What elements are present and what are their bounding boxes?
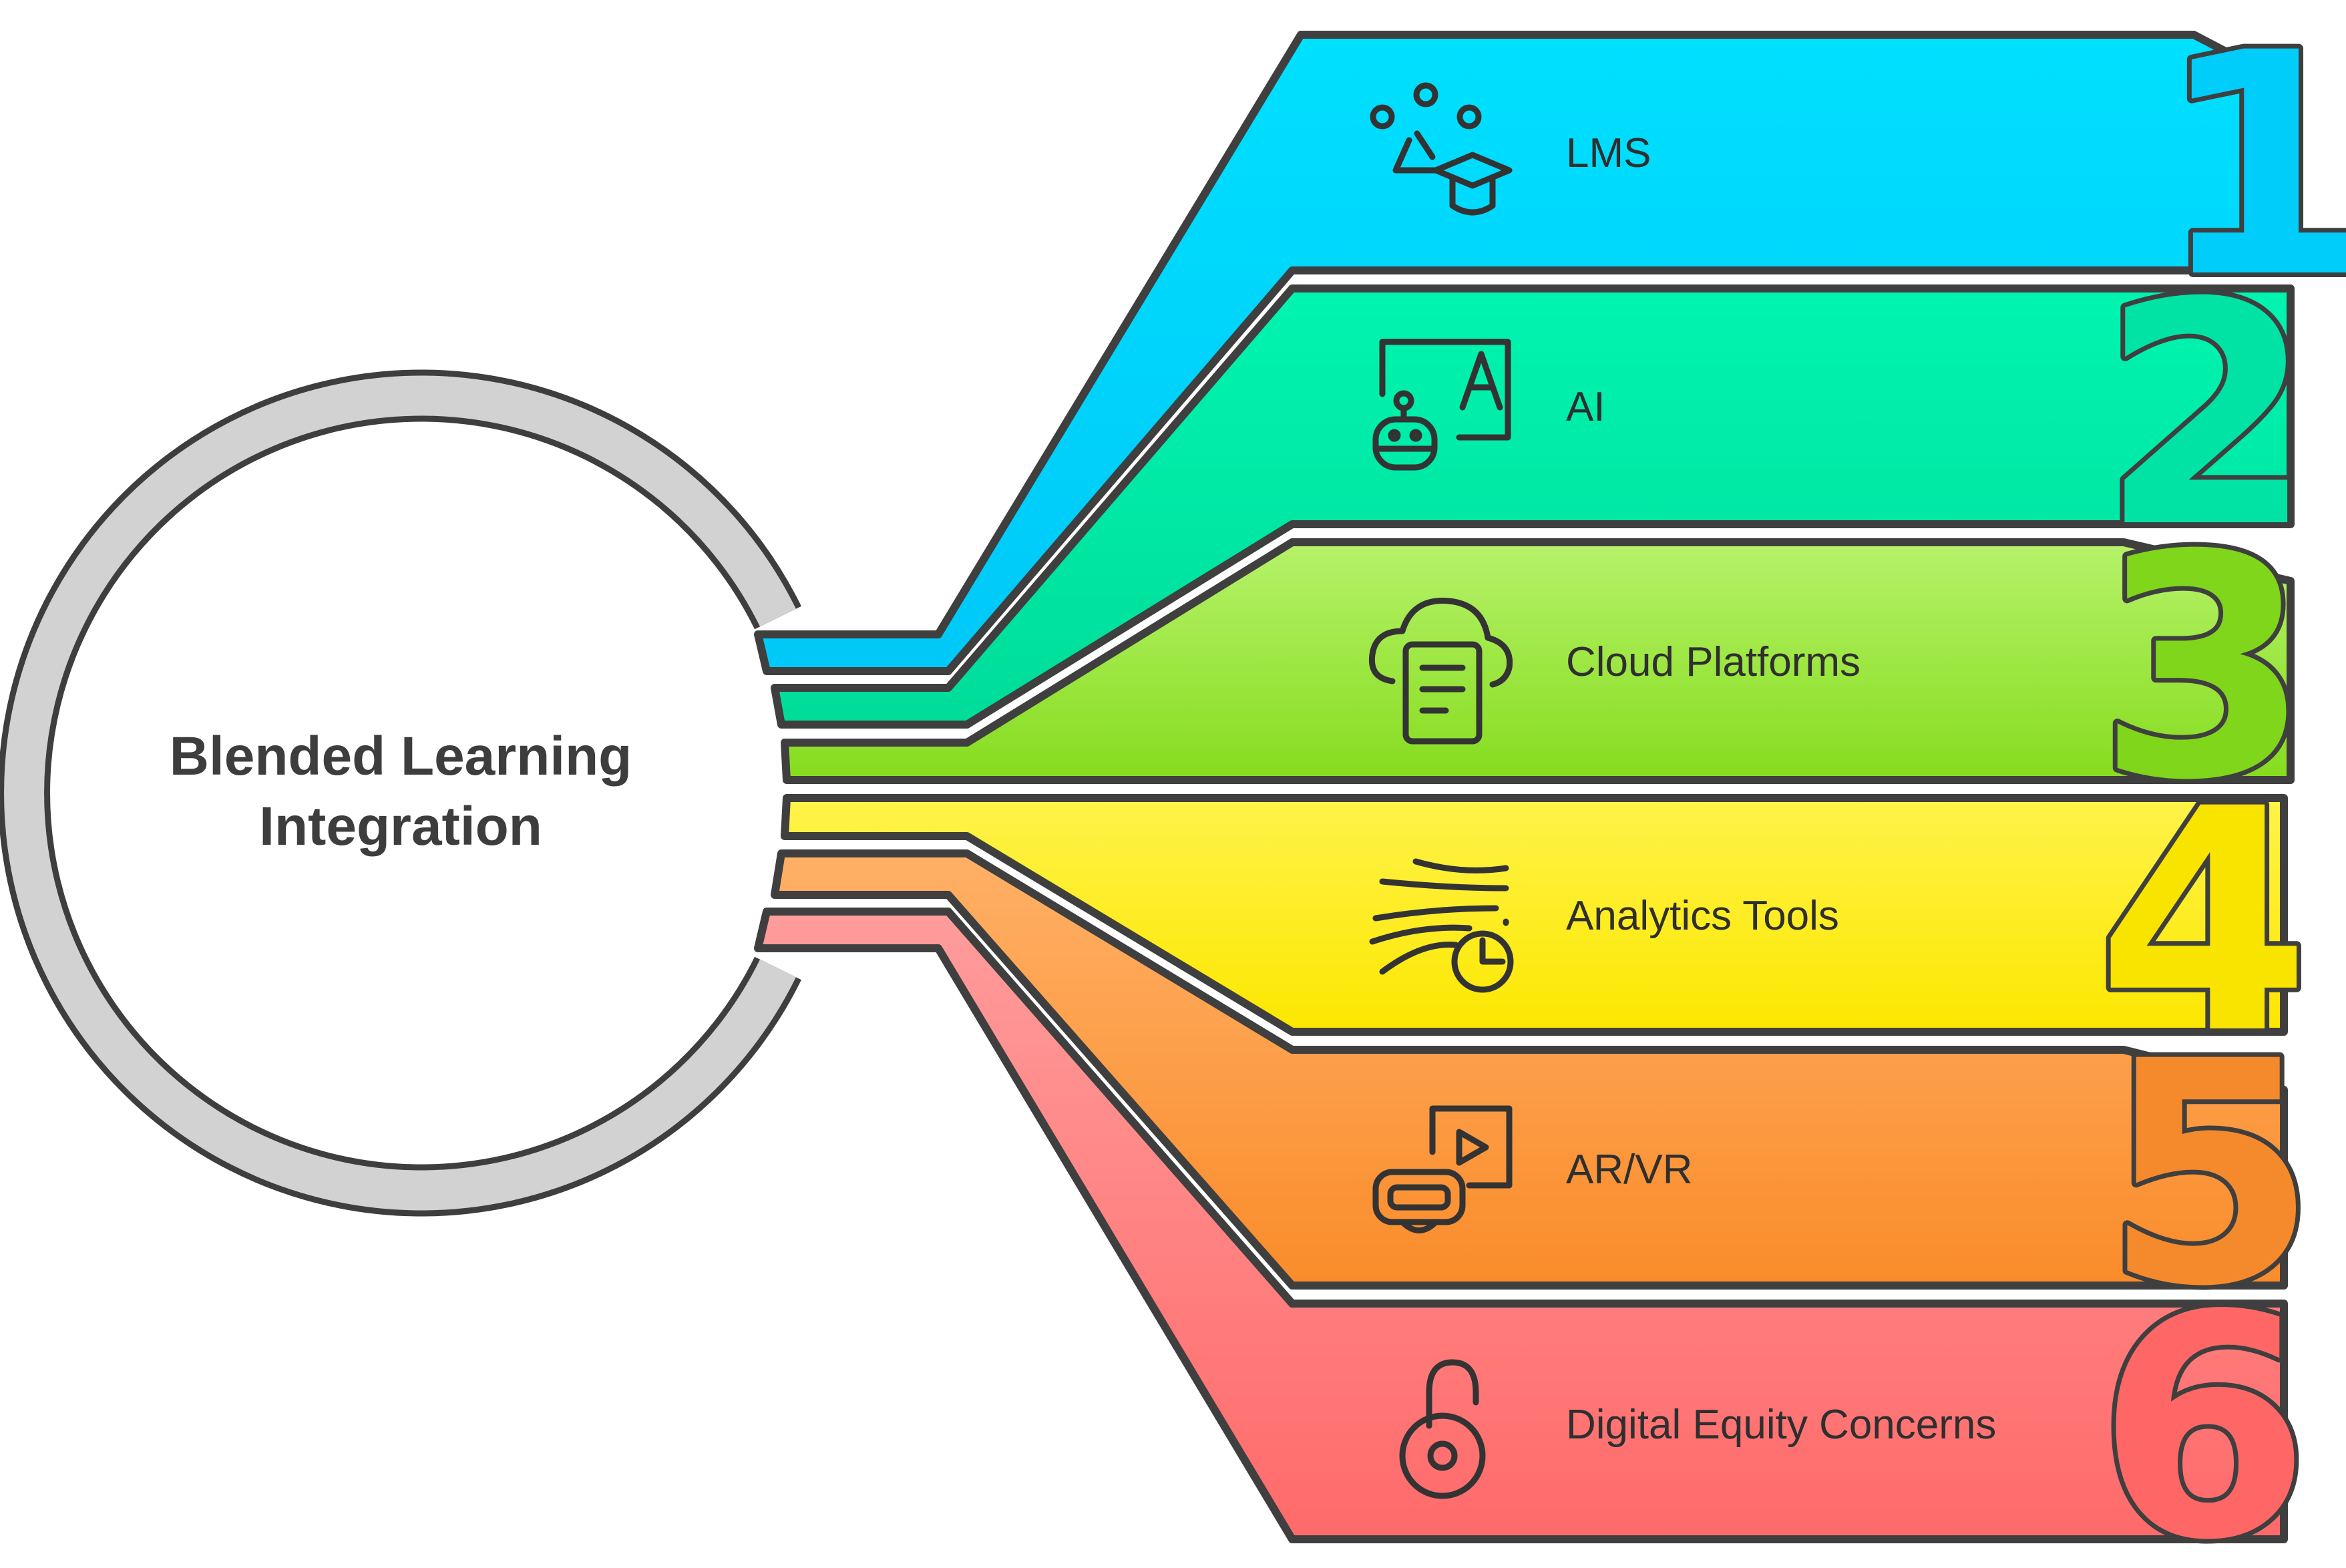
vr-headset-play-icon — [1372, 1105, 1513, 1233]
hub-ring — [0, 369, 801, 1217]
step-5-band — [771, 849, 2288, 1290]
step-4-label: Analytics Tools — [1566, 893, 1839, 939]
step-4-number: 4 — [2097, 744, 2311, 1101]
robot-text-icon — [1372, 339, 1511, 471]
analytics-clock-icon — [1369, 858, 1514, 993]
step-4-band — [781, 794, 2288, 1036]
step-1-label: LMS — [1566, 130, 1651, 176]
step-5-number: 5 — [2104, 996, 2317, 1354]
step-2-band — [771, 284, 2295, 729]
step-5-label: AR/VR — [1566, 1147, 1692, 1193]
step-2-number: 2 — [2100, 238, 2314, 595]
graduation-cap-network-icon — [1370, 82, 1513, 216]
open-padlock-icon — [1399, 1359, 1486, 1499]
step-6-band — [754, 908, 2288, 1543]
hub-title-line1: Blended Learning — [170, 726, 632, 787]
hub-title-line2: Integration — [259, 796, 542, 857]
step-1-number: 1 — [2157, 0, 2346, 345]
step-3-band — [781, 538, 2295, 784]
step-6-number: 6 — [2097, 1250, 2311, 1568]
step-3-label: Cloud Platforms — [1566, 639, 1861, 685]
step-1-band — [754, 31, 2285, 675]
step-2-label: AI — [1566, 384, 1605, 430]
cloud-document-icon — [1368, 598, 1513, 745]
step-6-label: Digital Equity Concerns — [1566, 1402, 1996, 1448]
step-3-number: 3 — [2097, 490, 2311, 847]
